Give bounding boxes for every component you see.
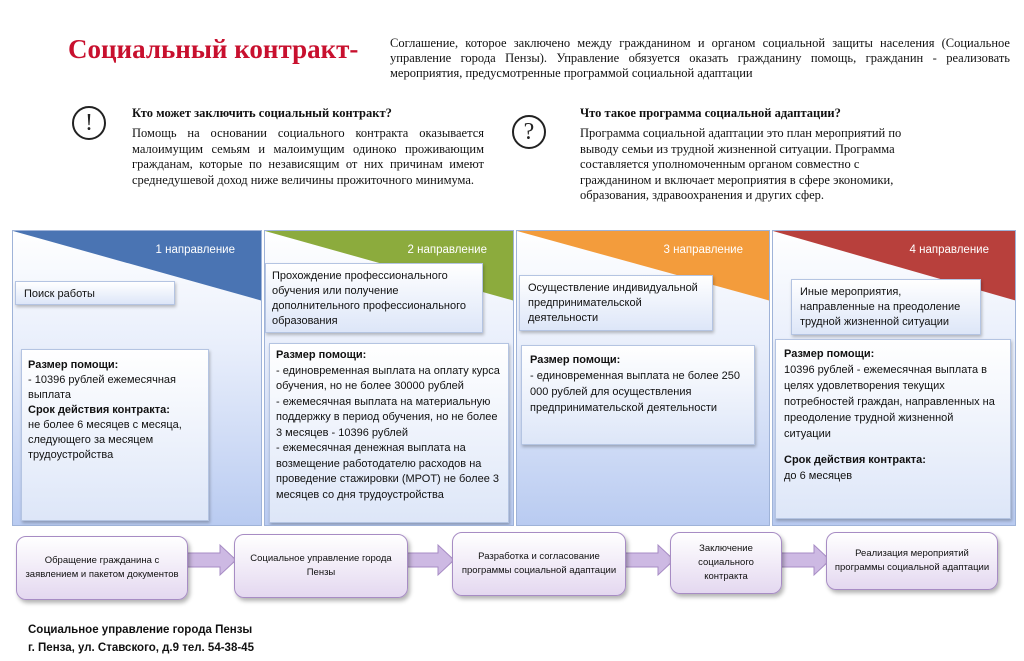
contract-term-heading: Срок действия контракта: [28,404,170,416]
contract-term-text: до 6 месяцев [784,470,853,482]
direction-panel-4: 4 направление Иные мероприятия, направле… [772,230,1016,526]
direction-1-banner [13,231,261,301]
direction-panel-1: 1 направление Поиск работы Размер помощи… [12,230,262,526]
aid-item: - ежемесячная выплата на материальную по… [276,395,498,439]
aid-size-heading: Размер помощи: [28,359,119,371]
flow-arrow-4 [780,543,831,577]
process-step-3: Разработка и согласование программы соци… [452,532,626,596]
direction-1-label: 1 направление [155,244,235,256]
contract-term-heading: Срок действия контракта: [784,454,926,466]
aid-size-heading: Размер помощи: [276,349,367,361]
direction-panel-3: 3 направление Осуществление индивидуальн… [516,230,770,526]
direction-2-label: 2 направление [407,244,487,256]
footer-org: Социальное управление города Пензы [28,624,253,636]
process-step-4: Заключение социального контракта [670,532,782,594]
direction-2-details: Размер помощи: - единовременная выплата … [269,343,509,523]
direction-3-label: 3 направление [663,244,743,256]
process-step-1: Обращение гражданина с заявлением и паке… [16,536,188,600]
flow-arrow-2 [404,543,455,577]
direction-4-label: 4 направление [909,244,989,256]
direction-4-details: Размер помощи: 10396 рублей - ежемесячна… [775,339,1011,519]
contract-term-text: не более 6 месяцев с месяца, следующего … [28,419,182,461]
footer-address: г. Пенза, ул. Ставского, д.9 тел. 54-38-… [28,642,254,654]
direction-2-title: Прохождение профессионального обучения и… [265,263,483,333]
direction-3-title: Осуществление индивидуальной предпринима… [519,275,713,331]
aid-size-text: - единовременная выплата не более 250 00… [530,370,740,414]
process-step-2: Социальное управление города Пензы [234,534,408,598]
exclamation-icon: ! [72,106,106,140]
direction-panel-2: 2 направление Прохождение профессиональн… [264,230,514,526]
aid-size-heading: Размер помощи: [530,354,621,366]
aid-size-heading: Размер помощи: [784,348,875,360]
direction-4-title: Иные мероприятия, направленные на преодо… [791,279,981,335]
contract-definition: Соглашение, которое заключено между граж… [390,36,1010,80]
aid-item: - ежемесячная денежная выплата на возмещ… [276,442,500,501]
who-title: Кто может заключить социальный контракт? [132,106,392,120]
flow-arrow-1 [186,543,237,577]
what-text: Программа социальной адаптации это план … [580,126,902,202]
question-icon: ? [512,115,546,149]
direction-3-details: Размер помощи: - единовременная выплата … [521,345,755,445]
aid-size-text: - 10396 рублей ежемесячная выплата [28,374,177,401]
process-step-5: Реализация мероприятий программы социаль… [826,532,998,590]
aid-item: - единовременная выплата на оплату курса… [276,364,500,393]
who-text: Помощь на основании социального контракт… [132,126,484,187]
what-title: Что такое программа социальной адаптации… [580,106,841,120]
aid-size-text: 10396 рублей - ежемесячная выплата в цел… [784,364,995,440]
flow-arrow-3 [624,543,675,577]
page-title: Социальный контракт- [68,34,359,64]
direction-1-details: Размер помощи: - 10396 рублей ежемесячна… [21,349,209,521]
direction-1-title: Поиск работы [15,281,175,305]
